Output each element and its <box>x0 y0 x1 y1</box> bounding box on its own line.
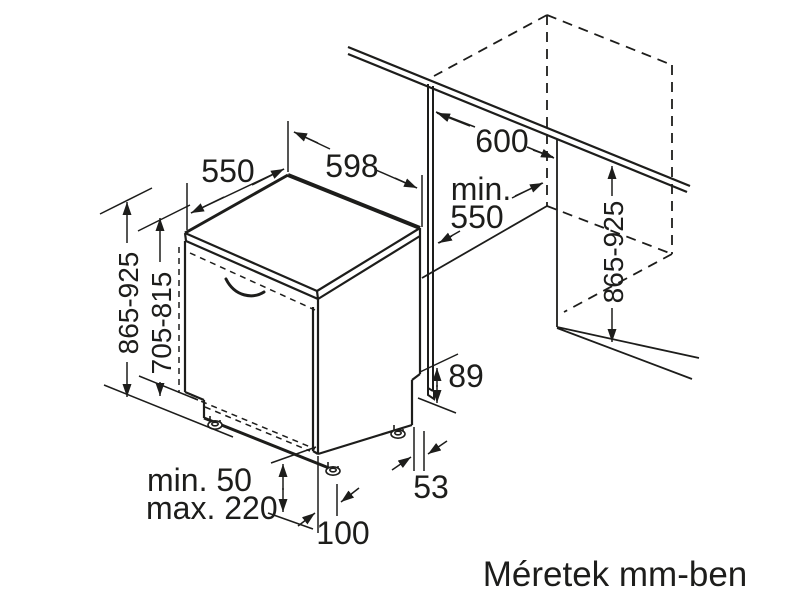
dishwasher-top-edge-back <box>287 173 421 230</box>
dim-label-front-foot-offset: 100 <box>316 515 369 551</box>
dim-label-niche-width: 600 <box>475 123 528 159</box>
dim-label-top-depth: 550 <box>201 153 254 189</box>
dim-label-plinth-max: max. 220 <box>146 490 278 526</box>
adjustable-foot-left <box>207 416 223 430</box>
dim-label-rear-foot-offset: 53 <box>413 469 449 505</box>
dimension-labels: 550 598 600 min. 550 865-925 705-815 865… <box>113 123 629 551</box>
adjustable-foot-front <box>325 462 341 476</box>
dim-label-door-height: 705-815 <box>146 272 177 375</box>
door-handle <box>224 277 266 298</box>
adjustable-foot-rear <box>390 425 406 439</box>
side-wall-panel <box>427 84 435 401</box>
dimension-arrows <box>122 112 617 527</box>
dim-label-base-step: 89 <box>448 358 484 394</box>
cabinet-niche <box>347 14 700 401</box>
dim-label-niche-height: 865-925 <box>598 201 629 304</box>
niche-dashed-outline <box>433 14 673 313</box>
dishwasher-outline <box>183 227 422 456</box>
plinth-front-edge <box>203 416 330 470</box>
countertop <box>347 45 691 194</box>
dim-label-niche-depth-min: min. <box>451 171 511 207</box>
niche-floor-edge <box>421 140 700 380</box>
dishwasher-top-edge-left <box>184 173 289 235</box>
dim-label-top-width: 598 <box>325 148 378 184</box>
dim-label-plinth-min: min. 50 <box>147 462 252 498</box>
dim-label-niche-depth-value: 550 <box>450 199 503 235</box>
diagram-caption: Méretek mm-ben <box>483 555 748 594</box>
door-panel-dashed-outline <box>178 247 316 452</box>
dishwasher-body <box>178 173 422 476</box>
dim-label-appliance-height: 865-925 <box>113 252 144 355</box>
